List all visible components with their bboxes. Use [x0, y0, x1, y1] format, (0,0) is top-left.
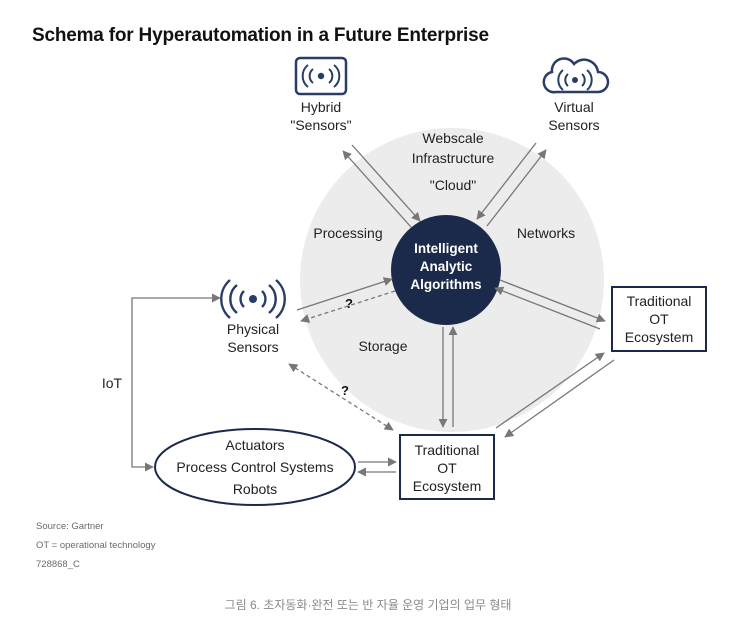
core-to-hybrid-arrow	[342, 150, 412, 228]
ot-ecosystem-bottom-box	[399, 434, 495, 500]
cloud-label-3: "Cloud"	[430, 177, 477, 193]
unknown-mark-lower: ?	[341, 383, 349, 398]
virtual-to-core-arrow	[476, 142, 537, 220]
actuators-label: Actuators	[225, 437, 284, 453]
figure-id-note: 728868_C	[36, 559, 80, 570]
physical-to-core-arrow	[296, 277, 393, 311]
storage-label: Storage	[358, 338, 407, 354]
cloud-sensor-icon	[542, 57, 610, 94]
ot-bottom-label-1: Traditional	[415, 442, 480, 458]
ot-right-to-ot-bottom-arrow	[504, 359, 615, 438]
core-label-1: Intelligent	[414, 241, 478, 256]
cloud-label-2: Infrastructure	[412, 150, 495, 166]
ot-right-label-2: OT	[649, 311, 669, 327]
virtual-sensors-label-1: Virtual	[554, 99, 593, 115]
iot-connector	[131, 293, 221, 472]
iot-label: IoT	[102, 375, 123, 391]
unknown-mark-upper: ?	[345, 296, 353, 311]
hybrid-sensors-label-1: Hybrid	[301, 99, 341, 115]
ot-right-label-1: Traditional	[627, 293, 692, 309]
physical-sensors-label-2: Sensors	[227, 339, 278, 355]
core-to-virtual-arrow	[486, 149, 547, 227]
core-label-2: Analytic	[420, 259, 473, 274]
figure-caption: 그림 6. 초자동화·완전 또는 반 자율 운영 기업의 업무 형태	[224, 598, 512, 612]
hybrid-sensor-icon	[294, 56, 348, 96]
ot-bottom-label-3: Ecosystem	[413, 478, 481, 494]
networks-label: Networks	[517, 225, 575, 241]
diagram-title: Schema for Hyperautomation in a Future E…	[32, 25, 489, 46]
virtual-sensors-label-2: Sensors	[548, 117, 599, 133]
core-to-physical-dashed-arrow	[300, 290, 396, 323]
source-notes: Source: Gartner OT = operational technol…	[36, 517, 155, 574]
ot-right-label-3: Ecosystem	[625, 329, 693, 345]
process-control-systems-label: Process Control Systems	[176, 459, 333, 475]
cloud-label-1: Webscale	[422, 130, 483, 146]
ot-ecosystem-right-box	[611, 286, 707, 352]
core-to-ot-right-arrow	[499, 279, 606, 323]
ot-bottom-to-ot-right-arrow	[495, 352, 605, 429]
source-note: Source: Gartner	[36, 521, 104, 532]
ot-bottom-label-2: OT	[437, 460, 457, 476]
hyperautomation-diagram: Intelligent Analytic Algorithms Webscale…	[102, 56, 707, 506]
ot-definition-note: OT = operational technology	[36, 540, 156, 551]
core-label-3: Algorithms	[410, 277, 481, 292]
physical-sensors-label-1: Physical	[227, 321, 279, 337]
core-circle	[391, 215, 501, 325]
physical-sensor-icon	[220, 279, 286, 319]
hybrid-sensors-label-2: "Sensors"	[290, 117, 351, 133]
processing-label: Processing	[313, 225, 382, 241]
ot-right-to-core-arrow	[494, 286, 601, 330]
hybrid-to-core-arrow	[351, 144, 421, 222]
robots-label: Robots	[233, 481, 277, 497]
